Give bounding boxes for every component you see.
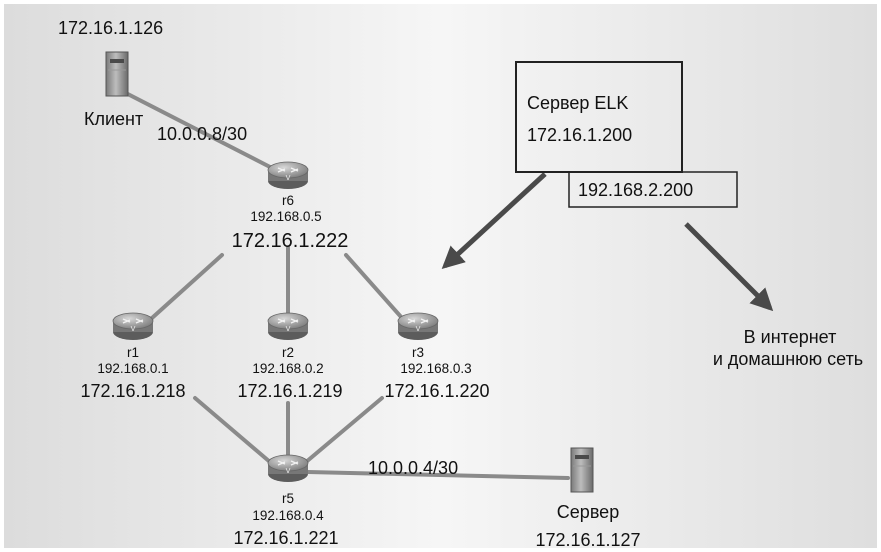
r6-name: r6 (282, 193, 294, 208)
link-r1-r5 (193, 396, 272, 464)
r5-name: r5 (282, 491, 294, 506)
r5-mgmt-ip: 172.16.1.221 (233, 528, 338, 548)
r2-mgmt-ip: 172.16.1.219 (237, 381, 342, 401)
server-subnet-label: 10.0.0.4/30 (368, 458, 458, 478)
elk-external-ip: 192.168.2.200 (578, 180, 693, 200)
client-ip: 172.16.1.126 (58, 18, 163, 38)
router-icon (267, 312, 309, 341)
internet-label-line2: и домашнюю сеть (713, 349, 863, 369)
internet-label-line1: В интернет (744, 327, 837, 347)
router-icon (267, 454, 309, 483)
r3-internal-ip: 192.168.0.3 (400, 361, 471, 376)
link-r6-r3 (344, 253, 404, 320)
r5-internal-ip: 192.168.0.4 (252, 508, 324, 523)
r1-name: r1 (127, 345, 139, 360)
server-icon (570, 447, 594, 493)
r2-name: r2 (282, 345, 294, 360)
link-r6-r1 (150, 253, 224, 320)
elk-ip: 172.16.1.200 (527, 125, 632, 145)
arrow-to-internet (684, 222, 774, 312)
r2-internal-ip: 192.168.0.2 (252, 361, 323, 376)
router-icon (112, 312, 154, 341)
link-client-r6 (118, 88, 274, 170)
link-r5-server (306, 470, 570, 480)
diagram-background (4, 4, 877, 548)
r3-name: r3 (412, 345, 424, 360)
client-label: Клиент (84, 109, 143, 129)
r1-internal-ip: 192.168.0.1 (97, 361, 168, 376)
r6-internal-ip: 192.168.0.5 (250, 209, 321, 224)
elk-external-ip-box (568, 171, 738, 208)
server-ip: 172.16.1.127 (535, 530, 640, 550)
client-subnet-label: 10.0.0.8/30 (157, 124, 247, 144)
r6-mgmt-ip: 172.16.1.222 (232, 230, 349, 252)
server-label: Сервер (557, 502, 619, 522)
router-icon (267, 161, 309, 190)
link-r3-r5 (304, 396, 384, 464)
elk-title: Сервер ELK (527, 93, 628, 113)
arrow-elk-to-network (441, 172, 547, 270)
r1-mgmt-ip: 172.16.1.218 (80, 381, 185, 401)
server-icon (105, 51, 129, 97)
router-icon (397, 312, 439, 341)
r3-mgmt-ip: 172.16.1.220 (384, 381, 489, 401)
